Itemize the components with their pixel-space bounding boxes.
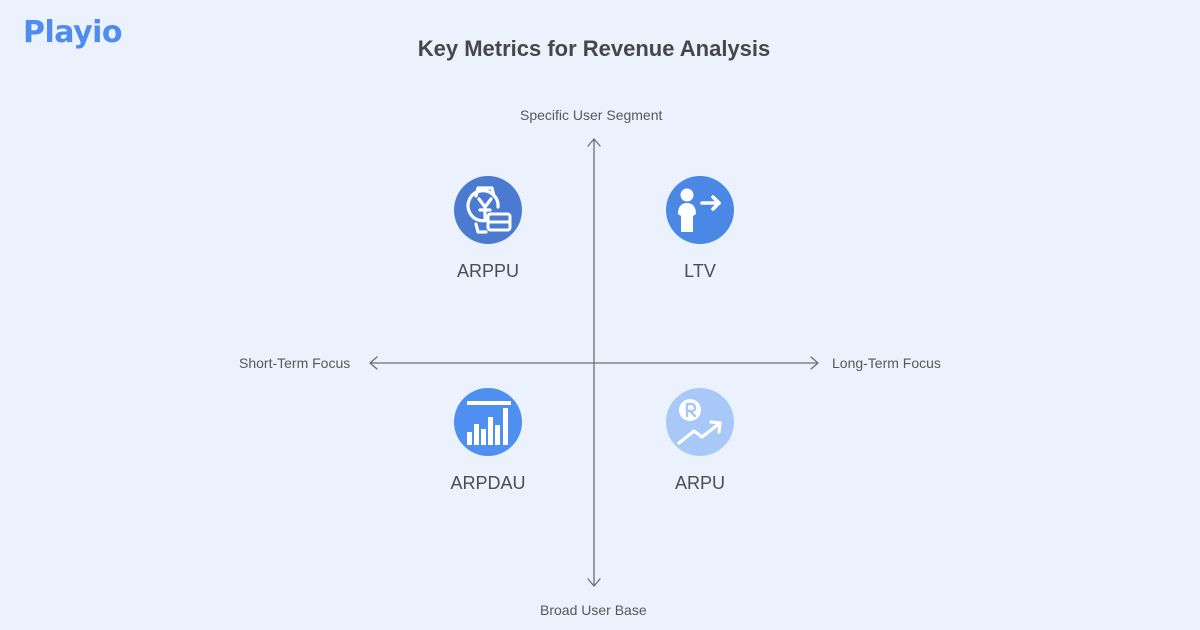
right-arrow-icon xyxy=(810,356,819,370)
axis-label-top: Specific User Segment xyxy=(520,107,663,123)
quadrant-label: LTV xyxy=(684,261,716,281)
quadrant-label: ARPU xyxy=(674,473,725,493)
quadrant-arpdau: ARPDAU xyxy=(418,388,558,494)
quadrant-label: ARPPU xyxy=(456,261,519,281)
quadrant-label: ARPDAU xyxy=(450,473,526,493)
down-arrow-icon xyxy=(587,578,601,587)
quadrant-arppu: ARPPU xyxy=(418,176,558,282)
person-arrow-icon xyxy=(666,176,734,244)
bar-chart-icon xyxy=(454,388,522,456)
page-title: Key Metrics for Revenue Analysis xyxy=(417,36,771,61)
playio-logo: Playio xyxy=(23,15,123,50)
watch-yen-card-icon xyxy=(454,176,522,244)
axis-label-bottom: Broad User Base xyxy=(540,602,647,618)
up-arrow-icon xyxy=(587,138,601,147)
rupee-trend-icon xyxy=(666,388,734,456)
axis-label-right: Long-Term Focus xyxy=(832,355,941,371)
left-arrow-icon xyxy=(369,356,378,370)
quadrant-arpu: ARPU xyxy=(630,388,770,494)
axis-label-left: Short-Term Focus xyxy=(239,355,351,371)
quadrant-ltv: LTV xyxy=(630,176,770,282)
